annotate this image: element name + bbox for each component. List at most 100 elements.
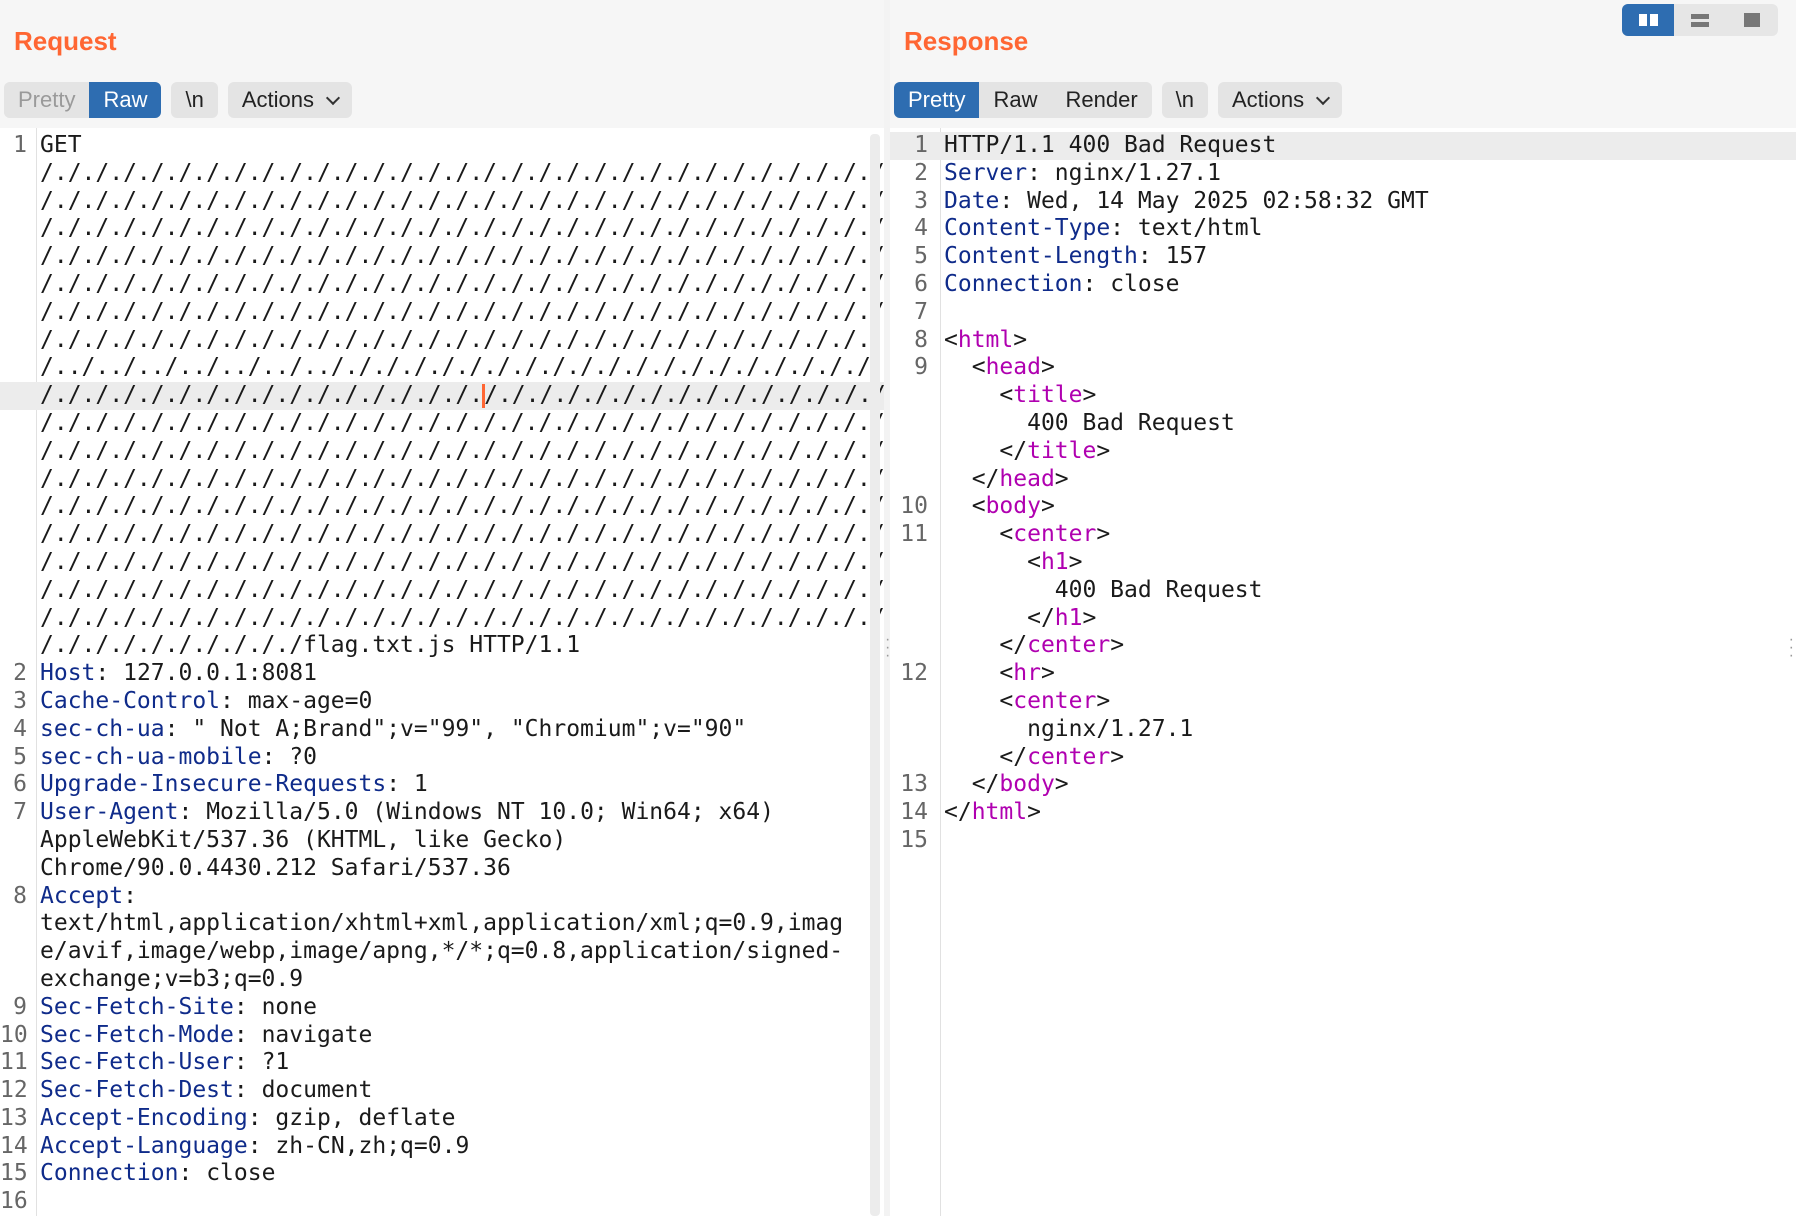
line-number: 3 [13,687,27,714]
html-tag-name: hr [1013,660,1041,687]
line-number: 6 [914,270,928,297]
line-number: 10 [0,1021,28,1048]
header-value: e/avif,image/webp,image/apng,*/*;q=0.8,a… [40,938,844,965]
header-name: Host [40,660,96,687]
line-number [890,632,934,660]
tag-close: > [1110,632,1125,659]
html-tag-name: center [1013,521,1097,548]
header-value: /./././././././././././././././././././.… [40,604,884,631]
line-number: 4 [914,215,928,242]
response-actions-button[interactable]: Actions [1218,82,1343,118]
line-content: /./././././././././././././././././././.… [31,327,884,355]
indent [944,549,1027,575]
code-line: 13 </body> [890,771,1796,799]
request-actions-button[interactable]: Actions [227,82,352,118]
indent [944,605,1027,631]
tag-open: < [999,382,1014,409]
line-number [0,160,31,188]
colon: : [247,1132,262,1159]
header-value: gzip, deflate [261,1104,456,1131]
header-value: exchange;v=b3;q=0.9 [40,965,304,992]
line-content: sec-ch-ua: " Not A;Brand";v="99", "Chrom… [31,716,884,744]
code-line: /./././././././././././././././././././.… [0,466,884,494]
tag-close: > [1068,548,1083,575]
header-name: User-Agent [40,799,179,826]
layout-stacked-button[interactable] [1674,4,1726,36]
line-number [890,577,934,605]
line-number [890,716,934,744]
request-tab-pretty[interactable]: Pretty [4,82,90,118]
line-number: 2 [914,159,928,186]
line-content: Sec-Fetch-Dest: document [31,1077,884,1105]
code-line: /./././././././././././././././././././.… [0,438,884,466]
indent [944,521,999,547]
header-value: /./././././././././././././././././././.… [40,548,884,575]
line-content: Connection: close [31,1160,884,1188]
header-value: ?1 [247,1049,290,1076]
colon: : [1082,270,1097,297]
header-value: " Not A;Brand";v="99", "Chromium";v="90" [178,715,747,742]
line-content: User-Agent: Mozilla/5.0 (Windows NT 10.0… [31,799,884,827]
line-number: 10 [900,493,928,520]
code-line: </h1> [890,605,1796,633]
line-number [0,493,31,521]
response-newline-toggle[interactable]: \n [1161,82,1208,118]
code-line: 16 [0,1188,884,1216]
line-content: /./././././././././././././././././././.… [31,188,884,216]
line-number: 5 [13,743,27,770]
pane-splitter[interactable]: ··· [884,0,890,1216]
line-number: 5 [914,243,928,270]
rows-icon [1691,13,1709,27]
request-toolbar: Pretty Raw \n Actions [4,82,352,118]
indent [944,354,972,380]
colon: : [233,1077,248,1104]
line-number [0,910,31,938]
response-tab-pretty[interactable]: Pretty [894,82,980,118]
indent [944,493,972,519]
line-content: AppleWebKit/537.36 (KHTML, like Gecko) [31,827,884,855]
request-scrollbar[interactable] [870,134,880,1216]
line-content: Date: Wed, 14 May 2025 02:58:32 GMT [934,188,1796,216]
request-tab-raw[interactable]: Raw [89,82,162,118]
request-title: Request [14,26,117,56]
line-number [0,410,31,438]
colon: : [1027,159,1041,186]
line-number: 16 [0,1188,28,1215]
colon: : [233,993,248,1020]
tag-close: > [1096,687,1111,714]
body-text: 400 Bad Request [1027,409,1235,436]
line-content: /./././././././././././././././././././.… [31,438,884,466]
html-tag-name: body [999,771,1055,798]
line-content: Sec-Fetch-Mode: navigate [31,1022,884,1050]
header-value: /./././././././././././././././././././.… [40,576,884,603]
line-number: 14 [0,1132,28,1159]
request-view-tabs: Pretty Raw [4,82,162,118]
header-value: close [1096,270,1180,297]
header-name: Upgrade-Insecure-Requests [40,771,387,798]
line-content: </title> [934,438,1796,466]
line-number [0,632,31,660]
request-newline-toggle[interactable]: \n [171,82,218,118]
response-tab-raw[interactable]: Raw [979,82,1052,118]
body-text: HTTP/1.1 400 Bad Request [944,132,1277,158]
code-line: 7 [890,299,1796,327]
colon: : [164,715,179,742]
tag-close: > [1082,604,1097,631]
layout-single-button[interactable] [1726,4,1778,36]
code-line: 15 [890,827,1796,855]
layout-side-by-side-button[interactable] [1622,4,1674,36]
header-value: /./././././././././././././././././././.… [40,521,884,548]
code-line: /./././././././././././././././././././.… [0,243,884,271]
code-line: 10 <body> [890,493,1796,521]
response-actions-label: Actions [1232,87,1305,112]
code-line: /./././././././././././././././././././.… [0,299,884,327]
response-tab-render[interactable]: Render [1051,82,1152,118]
